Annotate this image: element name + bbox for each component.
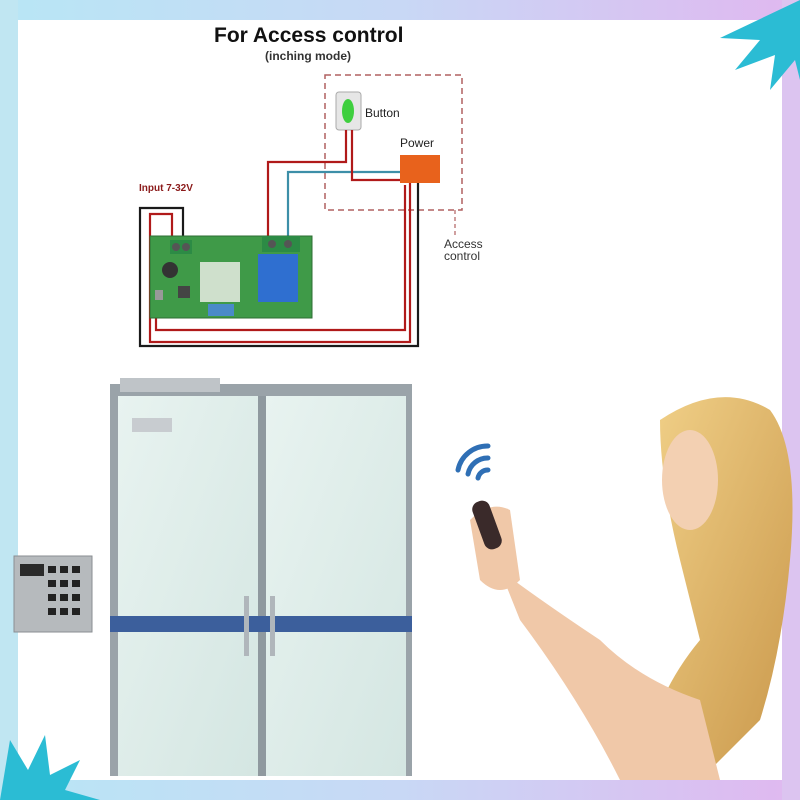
relay-module-board [149,235,313,319]
splash-top-right [720,0,800,90]
access-label-line1: Access [444,237,483,251]
input-voltage-label: Input 7-32V [139,183,193,194]
double-glass-door [110,378,412,776]
wifi-chip [200,262,240,302]
capacitor [162,262,178,278]
keypad-access-panel [13,555,93,633]
door-closer [120,378,220,392]
left-border [0,0,18,800]
power-supply [400,155,440,183]
relay [258,254,298,302]
diagram-subtitle: (inching mode) [265,49,351,63]
door-handle-bar [110,616,412,632]
access-control-label: Access control [444,238,483,262]
door-lock [132,418,172,432]
power-label: Power [400,136,435,150]
remote-control [472,500,502,550]
woman-with-remote [470,397,793,780]
pair-button [178,286,190,298]
access-label-line2: control [444,249,481,263]
diagram-title: For Access control [214,24,404,47]
splash-bottom-left [0,735,100,800]
top-border [0,0,800,20]
bottom-border [0,780,800,800]
right-border [782,0,800,800]
button-label: Button [365,106,400,120]
wifi-signal-icon [455,443,491,481]
access-control-box [324,74,463,211]
